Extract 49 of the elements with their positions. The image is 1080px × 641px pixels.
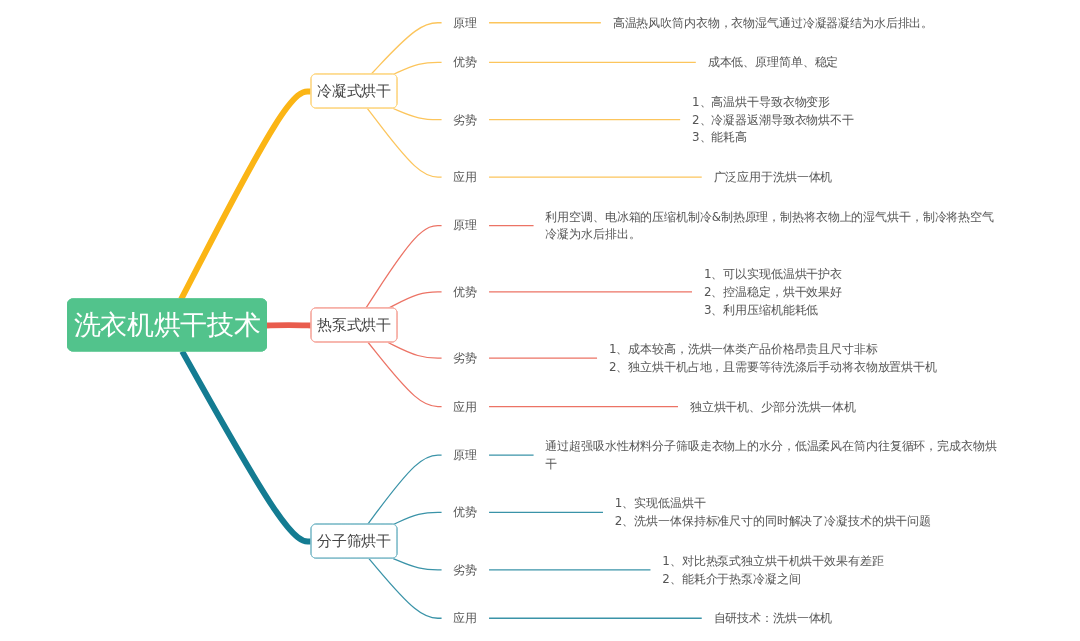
- connector: [365, 224, 443, 310]
- connector: [366, 454, 443, 526]
- node-text: 优势: [453, 284, 478, 299]
- node-text: 应用: [453, 611, 478, 626]
- node-text: 1、对比热泵式独立烘干机烘干效果有差距 2、能耗介于热泵冷凝之间: [662, 553, 884, 586]
- node-text: 优势: [453, 55, 478, 70]
- connector: [392, 511, 443, 526]
- connector: [366, 107, 443, 178]
- node-text: 劣势: [453, 351, 478, 366]
- connector: [392, 557, 443, 571]
- connector: [488, 454, 535, 456]
- connector: [266, 322, 312, 329]
- node-text: 原理: [453, 15, 478, 30]
- connector: [488, 617, 703, 619]
- connector: [488, 176, 703, 178]
- node-text: 通过超强吸水性材料分子筛吸走衣物上的水分，低温柔风在筒内往复循环，完成衣物烘干: [545, 439, 997, 471]
- node-text: 高温热风吹筒内衣物，衣物湿气通过冷凝器凝结为水后排出。: [612, 15, 934, 30]
- connector: [488, 569, 652, 571]
- connector: [179, 349, 312, 545]
- node-text: 1、实现低温烘干 2、洗烘一体保持标准尺寸的同时解决了冷凝技术的烘干问题: [614, 496, 932, 529]
- connector: [370, 22, 443, 76]
- node-text: 劣势: [453, 112, 478, 127]
- connector: [368, 558, 443, 619]
- connector: [488, 405, 679, 408]
- node-text: 劣势: [453, 562, 478, 577]
- connector: [488, 61, 697, 63]
- connector: [392, 61, 443, 76]
- node-text: 1、高温烘干导致衣物变形 2、冷凝器返潮导致衣物烘不干 3、能耗高: [692, 94, 854, 145]
- node-text: 独立烘干机、少部分洗烘一体机: [689, 399, 857, 414]
- connector: [488, 291, 693, 293]
- node-text: 应用: [453, 170, 478, 184]
- connector: [488, 224, 535, 227]
- connector: [488, 22, 602, 24]
- node-text: 广泛应用于洗烘一体机: [713, 170, 833, 184]
- connector: [367, 341, 443, 408]
- node-text: 原理: [453, 218, 478, 233]
- connector: [392, 107, 443, 121]
- node-text: 成本低、原理简单、稳定: [707, 55, 839, 70]
- connector: [488, 511, 604, 514]
- connector: [488, 357, 598, 359]
- node-text: 应用: [453, 399, 478, 414]
- node-text: 自研技术：洗烘一体机: [713, 611, 833, 626]
- node-text: 利用空调、电冰箱的压缩机制冷&制热原理，制热将衣物上的湿气烘干，制冷将热空气冷凝为水后排出。: [545, 209, 994, 242]
- node-text: 1、成本较高，洗烘一体类产品价格昂贵且尺寸非标 2、独立烘干机占地，且需要等待洗涤后手动将衣物放置烘干机: [608, 342, 937, 374]
- connector: [488, 119, 681, 121]
- connector: [387, 341, 443, 359]
- node-text: 原理: [453, 448, 478, 462]
- node-text: 1、可以实现低温烘干护衣 2、控温稳定，烘干效果好 3、利用压缩机能耗低: [703, 267, 843, 317]
- node-text: 优势: [453, 505, 478, 520]
